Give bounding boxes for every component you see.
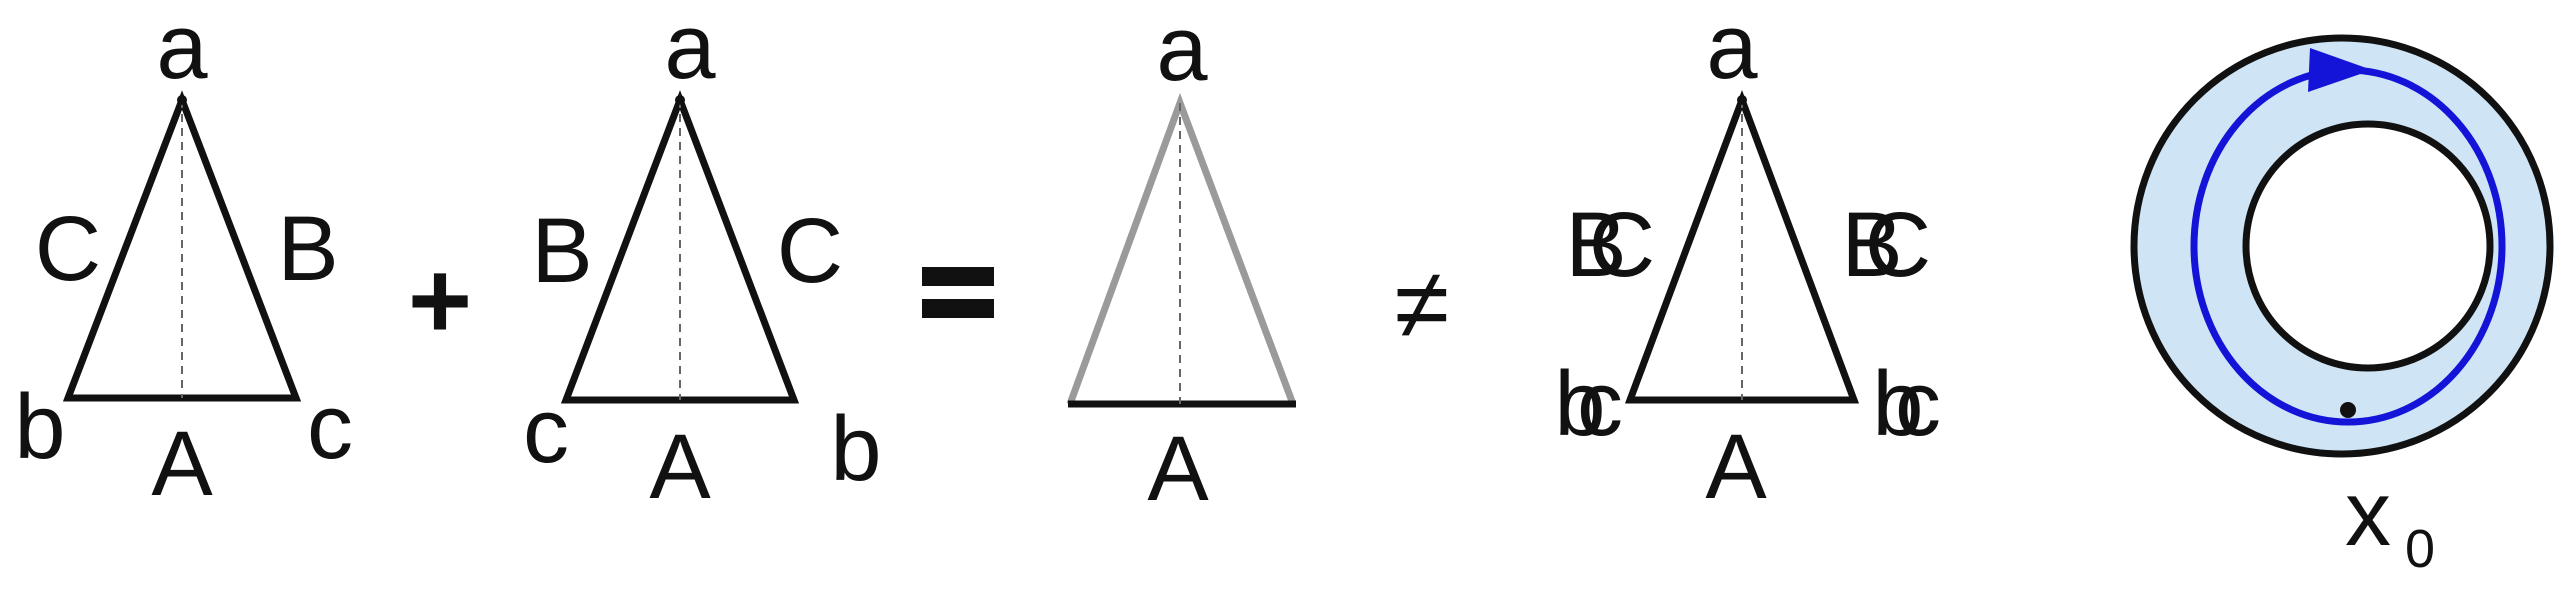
right-side-label-4-c: C [1865, 194, 1931, 296]
basepoint-label: x [2345, 463, 2391, 565]
right-side-label-2: C [777, 200, 843, 302]
base-label-2: A [649, 416, 711, 518]
annulus-hole [2242, 120, 2494, 372]
equals-bar-top [922, 267, 994, 286]
basepoint-dot [2340, 402, 2356, 418]
right-vertex-label-4-b: b [1872, 353, 1923, 455]
plus-operator: + [408, 239, 472, 362]
base-label-1: A [151, 413, 213, 515]
triangle-panel-1: a C B A b c [14, 0, 353, 515]
left-vertex-label-2: c [523, 380, 569, 482]
right-vertex-label-1: c [307, 376, 353, 478]
left-side-label-1: C [35, 198, 101, 300]
equals-bar-bottom [922, 299, 994, 318]
basepoint-subscript: 0 [2405, 519, 2435, 579]
apex-label-3: a [1156, 0, 1208, 100]
apex-label-4: a [1706, 0, 1758, 98]
triangle-4-apex-dot [1737, 95, 1747, 105]
left-vertex-label-4-c: c [1577, 353, 1623, 455]
triangle-3-sides [1066, 92, 1297, 406]
right-side-label-4-b: B [1841, 194, 1902, 296]
left-side-label-4-b: B [1565, 194, 1626, 296]
right-vertex-label-2: b [830, 398, 881, 500]
left-vertex-label-4-b: b [1554, 353, 1605, 455]
left-side-label-2: B [531, 200, 592, 302]
right-side-label-1: B [277, 198, 338, 300]
left-side-label-4-c: C [1589, 194, 1655, 296]
annulus-figure: x 0 [2130, 34, 2554, 579]
left-vertex-label-1: b [14, 376, 65, 478]
right-vertex-label-4-c: c [1895, 353, 1941, 455]
triangle-panel-2: a B C A c b [523, 0, 882, 518]
triangle-1-apex-dot [177, 95, 187, 105]
triangle-panel-3: a A [1066, 0, 1297, 520]
apex-label-1: a [156, 0, 208, 98]
not-equal-operator: ≠ [1395, 248, 1450, 360]
triangle-2-apex-dot [675, 95, 685, 105]
triangle-panel-4: a A B C B C b c b c [1554, 0, 1941, 518]
loop-direction-arrow-icon [2308, 48, 2372, 92]
base-label-4: A [1705, 416, 1767, 518]
base-label-3: A [1147, 418, 1209, 520]
equals-operator [922, 267, 994, 318]
apex-label-2: a [664, 0, 716, 98]
